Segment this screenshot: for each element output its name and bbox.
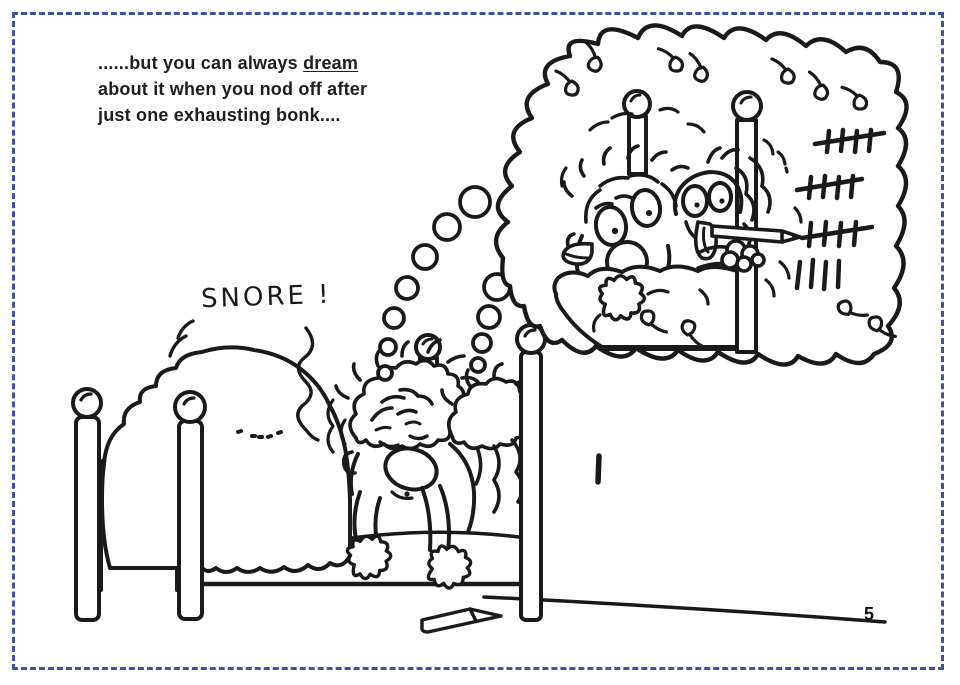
headboard-post xyxy=(71,387,207,622)
caption-line-3: just one exhausting bonk.... xyxy=(98,105,341,125)
dream-motion-arcs xyxy=(559,106,803,306)
caption-line-1-prefix: ......but you can always xyxy=(98,53,304,73)
caption-line-2: about it when you nod off after xyxy=(98,79,368,99)
dream-scene xyxy=(552,40,897,354)
wall-tally-mark xyxy=(595,453,602,485)
caption-underlined-word: dream xyxy=(303,53,359,73)
sleeping-figure-blanket xyxy=(100,345,352,574)
snore-squiggle xyxy=(168,319,320,442)
dream-pencil-arm xyxy=(696,224,802,273)
page-number: 5 xyxy=(864,604,875,624)
dream-tally-marks xyxy=(794,127,887,292)
floor-pencil xyxy=(420,607,503,634)
dangling-hand xyxy=(343,530,396,583)
caption-line-1: ......but you can always dream xyxy=(98,50,367,76)
floor-line xyxy=(482,595,887,624)
footboard-post-front xyxy=(515,323,547,622)
snore-sound-effect: SNORE ! xyxy=(200,279,333,315)
bed-drawing xyxy=(71,345,543,622)
exhausted-character xyxy=(334,338,534,594)
caption-text: ......but you can always dream about it … xyxy=(98,50,367,128)
thought-bubbles xyxy=(376,185,512,382)
